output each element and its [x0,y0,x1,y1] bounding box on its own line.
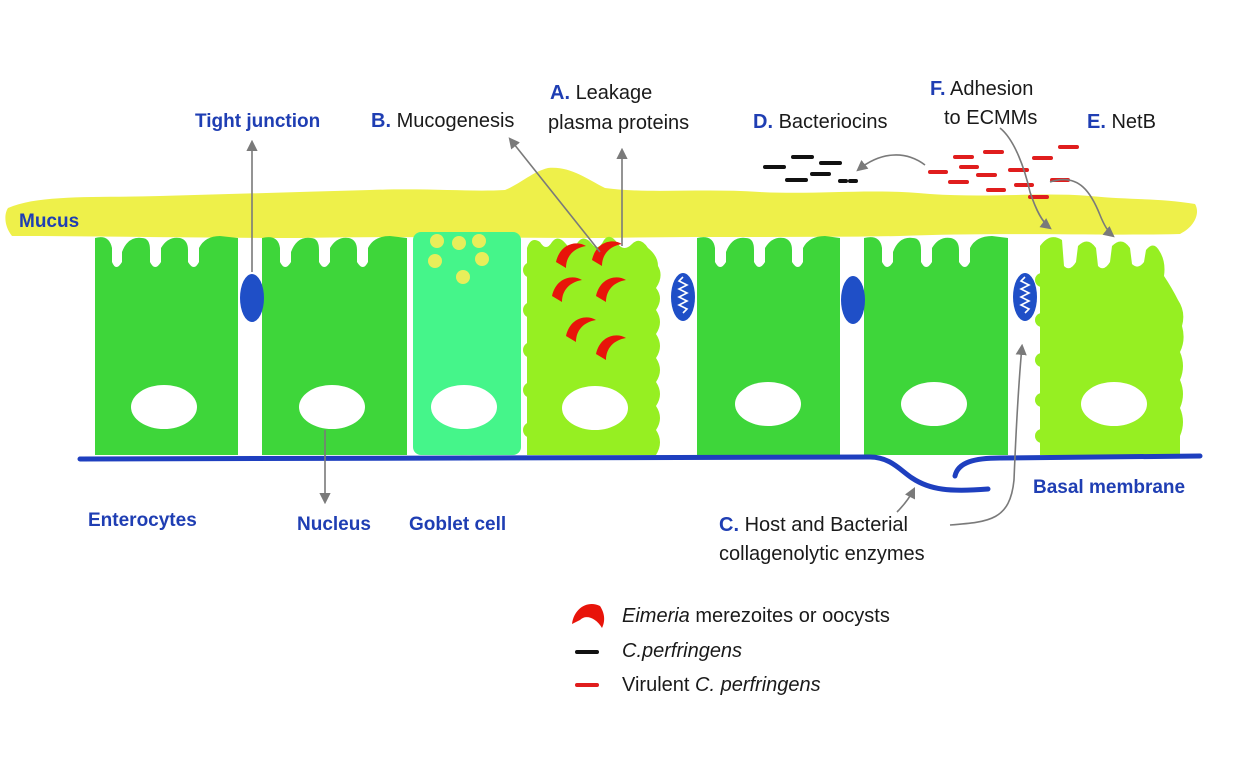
legend-cperf-label: C.perfringens [622,639,742,663]
annotation-d-letter: D. [753,111,773,133]
annotation-c-letter: C. [719,514,739,536]
nucleus-7 [1081,382,1147,426]
annotation-a-letter: A. [550,82,570,104]
annotation-d: D. Bacteriocins [753,110,888,134]
annotation-b-letter: B. [371,110,391,132]
annotation-e-text: NetB [1111,111,1156,133]
annotation-f-text-line1: Adhesion [950,78,1034,100]
eimeria-parasites [552,241,626,360]
legend-virulent-prefix: Virulent [622,674,696,696]
annotation-arrows [246,127,1115,526]
tight-junction-3 [841,276,865,324]
nucleus-2 [299,385,365,429]
annotation-f-letter: F. [930,78,946,100]
annotation-f-line2: to ECMMs [944,107,1038,129]
cell-7-edge-bumps [1035,273,1049,443]
arrow-bacteriocins [856,154,926,172]
label-tight-junction: Tight junction [195,111,321,132]
annotation-f-line1: F. Adhesion [930,77,1033,101]
legend-cperf-italic: C.perfringens [622,640,743,662]
bacteriocins [763,155,858,183]
damaged-tight-junction-2 [671,273,695,321]
cell-4-edge-bumps [523,262,539,438]
nucleus-4 [562,386,628,430]
nucleus-3 [431,385,497,429]
nucleus-5 [735,382,801,426]
legend-eimeria-rest: merezoites or oocysts [689,605,890,627]
legend-eimeria-italic: Eimeria [622,605,690,627]
basal-membrane [77,454,991,493]
mucin-granules [428,234,489,284]
damaged-tight-junction-4 [1013,273,1037,321]
enterocyte-cell-1 [95,236,238,455]
damaged-enterocyte-cell-7 [1040,237,1184,455]
label-nucleus: Nucleus [297,514,371,535]
enterocyte-cell-5 [697,236,840,455]
annotation-a-text-line1: Leakage [575,82,653,104]
arrow-collagenolytic-2 [949,343,1027,526]
legend-virulent-label: Virulent C. perfringens [622,673,821,697]
nucleus-6 [901,382,967,426]
nucleus-1 [131,385,197,429]
virulent-c-perfringens-cluster [928,145,1079,199]
label-basal-membrane: Basal membrane [1033,477,1186,498]
basal-membrane-right [952,453,1203,479]
arrow-collagenolytic-1 [896,486,916,513]
annotation-e-letter: E. [1087,111,1106,133]
enterocyte-cell-6 [864,236,1008,455]
label-enterocytes: Enterocytes [88,510,197,531]
annotation-d-text: Bacteriocins [778,111,888,133]
legend-virulent-italic: C. perfringens [695,674,821,696]
annotation-a-line2: plasma proteins [548,112,690,134]
label-goblet-cell: Goblet cell [409,514,507,535]
enterocyte-cell-2 [262,236,407,455]
legend-eimeria-label: Eimeria merezoites or oocysts [622,604,890,628]
annotation-c-line1: C. Host and Bacterial [719,513,908,537]
tight-junction-1 [240,274,264,322]
arrow-netb [1049,179,1115,238]
annotation-b: B. Mucogenesis [371,109,514,133]
arrow-adhesion [999,127,1052,230]
legend-eimeria-icon [572,604,605,628]
annotation-b-text: Mucogenesis [396,110,515,132]
mucus-layer [5,167,1198,238]
arrow-mucogenesis [508,137,601,253]
annotation-c-line2: collagenolytic enzymes [719,543,925,565]
annotation-e: E. NetB [1087,110,1156,134]
label-mucus: Mucus [19,211,80,232]
annotation-a-line1: A. Leakage [550,81,652,105]
annotation-c-text-line1: Host and Bacterial [744,514,908,536]
